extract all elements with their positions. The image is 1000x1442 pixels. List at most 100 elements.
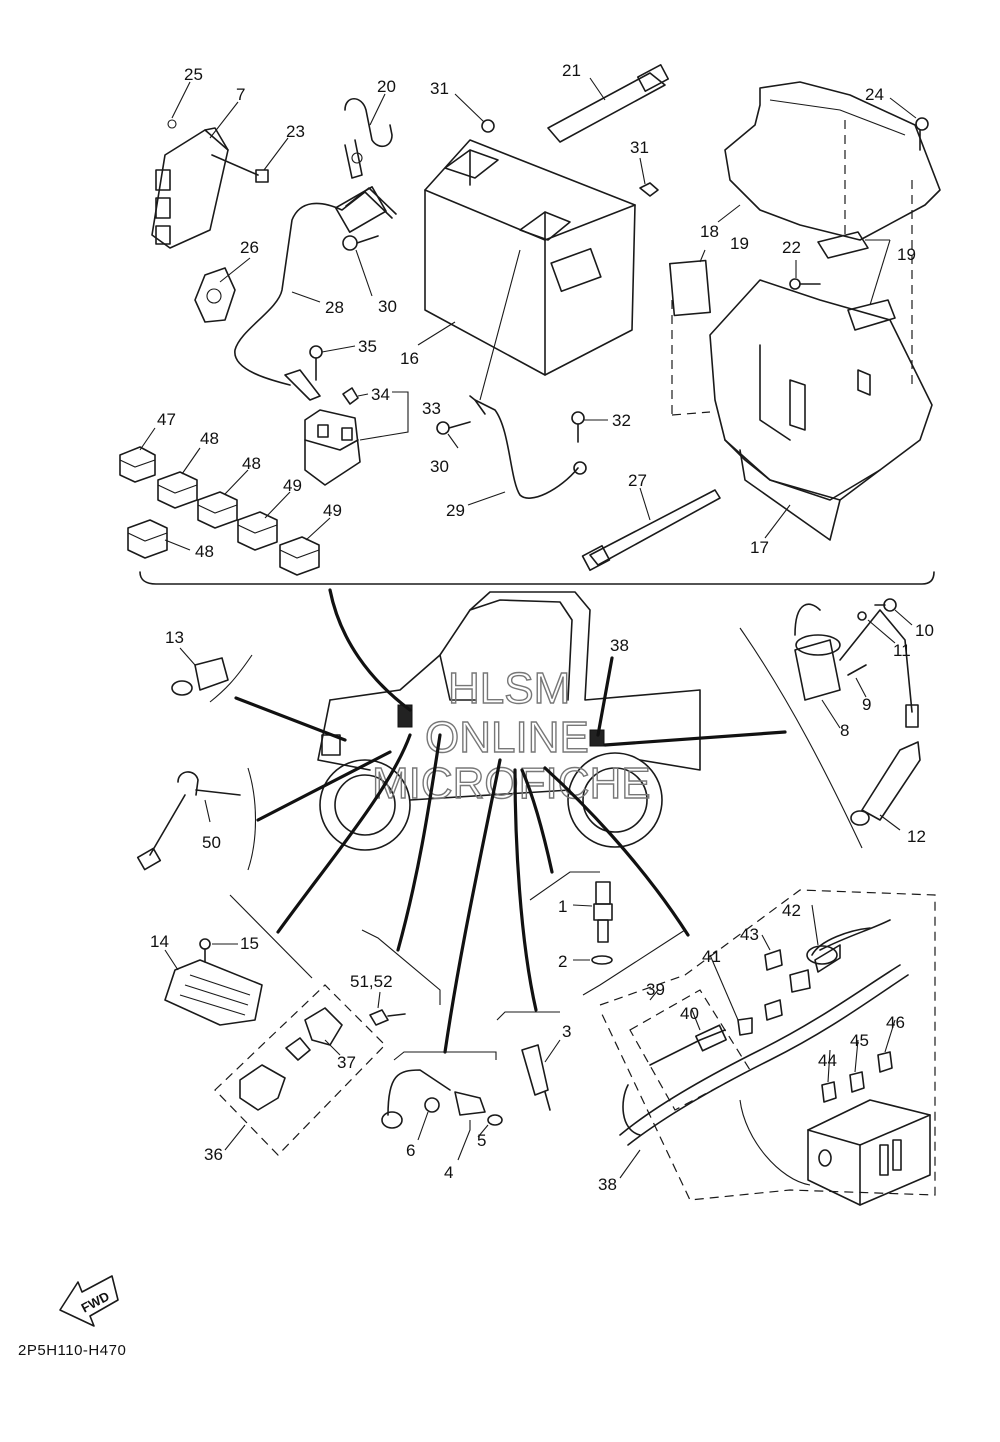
callout-8: 8 (840, 721, 849, 740)
callout-14: 14 (150, 932, 169, 951)
callout-36: 36 (204, 1145, 223, 1164)
callout-7: 7 (236, 85, 245, 104)
battery-cover-18 (724, 81, 941, 241)
callout-48-a: 48 (200, 429, 219, 448)
callout-26: 26 (240, 238, 259, 257)
connector-set (119, 446, 320, 576)
callout-51-52: 51,52 (350, 972, 393, 991)
watermark-line-2: ONLINE (425, 713, 589, 762)
callout-38-center: 38 (610, 636, 629, 655)
bolt-32 (571, 411, 585, 443)
callout-12: 12 (907, 827, 926, 846)
starter-relay-33 (304, 387, 361, 486)
callout-22: 22 (782, 238, 801, 257)
screw-22 (789, 278, 821, 290)
spark-plug-1 (572, 881, 613, 943)
fwd-label: FWD (79, 1288, 112, 1315)
battery-cable-28 (234, 186, 397, 401)
callout-16: 16 (400, 349, 419, 368)
callout-3: 3 (562, 1022, 571, 1041)
callout-33: 33 (422, 399, 441, 418)
bolt-30-lower (436, 421, 471, 435)
strap-21 (547, 64, 670, 143)
vehicle-outline (317, 591, 701, 851)
vehicle-leader-lines (234, 588, 787, 1054)
connector-48-a (157, 471, 198, 509)
callout-43: 43 (740, 925, 759, 944)
callout-9: 9 (862, 695, 871, 714)
callout-11: 11 (893, 641, 911, 660)
diagram-code: 2P5H110-H470 (18, 1342, 126, 1359)
callout-49-a: 49 (283, 476, 302, 495)
connector-47 (119, 446, 156, 483)
switch-assembly-4-5-6 (381, 1051, 503, 1161)
callout-32: 32 (612, 411, 631, 430)
callout-39: 39 (646, 980, 665, 999)
watermark: HLSM ONLINE MICROFICHE (371, 663, 651, 808)
callout-45: 45 (850, 1031, 869, 1050)
ecu-unit (151, 119, 229, 249)
washer-11 (857, 611, 867, 621)
callout-27: 27 (628, 471, 647, 490)
bolt-30-upper (342, 235, 379, 251)
top-components (119, 64, 941, 585)
bolt-35 (309, 345, 323, 381)
top-leader-lines (139, 77, 917, 551)
callout-50: 50 (202, 833, 221, 852)
pad-19-left (669, 259, 711, 317)
callout-40: 40 (680, 1004, 699, 1023)
callout-17: 17 (750, 538, 769, 557)
callout-19-right: 19 (897, 245, 916, 264)
negative-cable-29 (469, 249, 587, 499)
callout-31-right: 31 (630, 138, 649, 157)
nut-31-right (639, 182, 659, 197)
connector-49-b (279, 536, 320, 576)
callout-37: 37 (337, 1053, 356, 1072)
callout-42: 42 (782, 901, 801, 920)
callout-38-harness: 38 (598, 1175, 617, 1194)
callout-30-upper: 30 (378, 297, 397, 316)
wire-harness-38 (582, 889, 936, 1206)
callout-25: 25 (184, 65, 203, 84)
connector-48-b (197, 491, 238, 529)
battery-16 (424, 139, 636, 376)
callout-10: 10 (915, 621, 934, 640)
sensor-13 (171, 647, 253, 703)
ignition-coil-8 (794, 603, 919, 729)
callout-20: 20 (377, 77, 396, 96)
callout-23: 23 (286, 122, 305, 141)
pad-19-right-a (817, 231, 869, 259)
callout-30-lower: 30 (430, 457, 449, 476)
plug-cap-12 (739, 627, 921, 849)
callout-1: 1 (558, 897, 567, 916)
callout-24: 24 (865, 85, 884, 104)
callout-46: 46 (886, 1013, 905, 1032)
clip-26 (194, 267, 236, 323)
bolt-10 (874, 598, 913, 626)
connector-49-a (237, 511, 278, 551)
switch-3 (496, 1011, 561, 1111)
watermark-line-3: MICROFICHE (372, 759, 651, 808)
callout-49-b: 49 (323, 501, 342, 520)
callout-15: 15 (240, 934, 259, 953)
sender-50 (136, 767, 256, 871)
cable-band-27 (581, 489, 721, 572)
bolt-24 (915, 117, 929, 151)
callout-18: 18 (700, 222, 719, 241)
callout-44: 44 (818, 1051, 837, 1070)
callout-19-left: 19 (730, 234, 749, 253)
callout-41: 41 (702, 947, 721, 966)
callout-labels: 25 7 23 20 31 21 31 24 26 28 30 16 18 19… (150, 61, 934, 1194)
bolt-23 (211, 154, 269, 183)
rectifier-14 (164, 894, 313, 1026)
callout-29: 29 (446, 501, 465, 520)
clamp-20 (344, 97, 393, 179)
switch-group-36-37 (214, 984, 386, 1156)
callout-13: 13 (165, 628, 184, 647)
battery-box-17 (709, 180, 933, 541)
callout-35: 35 (358, 337, 377, 356)
callout-21: 21 (562, 61, 581, 80)
callout-48-c: 48 (195, 542, 214, 561)
fwd-arrow-icon: FWD (59, 1275, 119, 1327)
